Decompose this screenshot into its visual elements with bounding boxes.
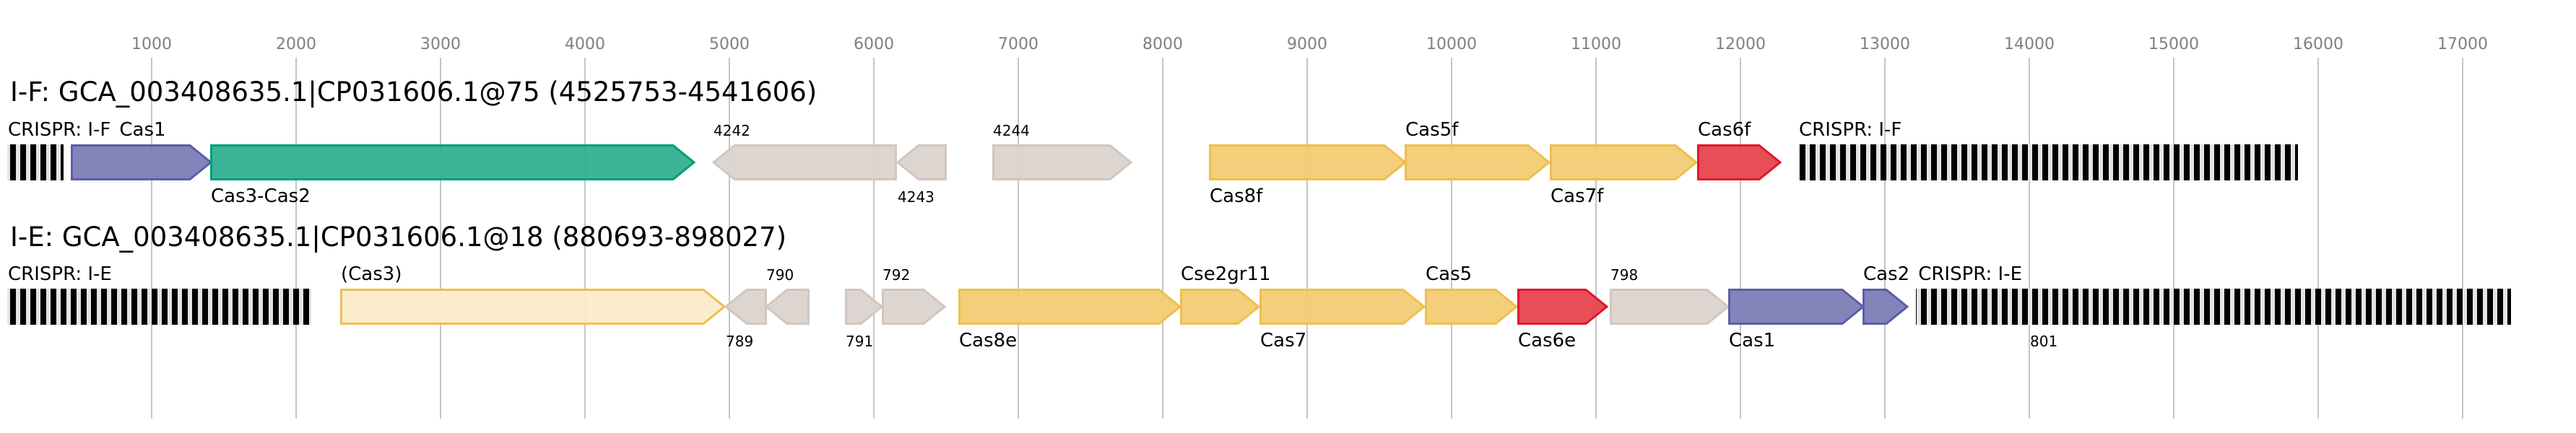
gene-label: Cas1 (1729, 330, 1775, 351)
gene-label: Cas6f (1698, 119, 1751, 141)
axis-tick-label: 6000 (854, 35, 894, 53)
axis-tick-label: 10000 (1426, 35, 1477, 53)
crispr-label: CRISPR: I-E (8, 263, 112, 285)
gene-label: Cas5 (1426, 263, 1472, 285)
axis-grid: 1000 2000 3000 4000 5000 6000 7000 8000 9000 1000… (131, 35, 2488, 419)
gene-arrow (958, 289, 1182, 325)
gene-arrow (1517, 289, 1609, 325)
gene-label: 4242 (714, 122, 750, 139)
gene-label: 790 (766, 266, 794, 284)
gene-arrow (71, 144, 213, 180)
crispr-array (1798, 144, 2298, 180)
gene-arrow (1209, 144, 1408, 180)
axis-tick-label: 12000 (1715, 35, 1766, 53)
gene-label: 4243 (898, 188, 934, 206)
gene-label: Cas6e (1518, 330, 1576, 351)
axis-tick-label: 7000 (998, 35, 1038, 53)
note-label: 801 (2030, 333, 2057, 350)
gene-label: (Cas3) (341, 263, 402, 285)
gene-label: Cas2 (1863, 263, 1909, 285)
crispr-label: CRISPR: I-F (8, 119, 110, 141)
gene-arrow (882, 289, 947, 325)
gene-arrow (992, 144, 1133, 180)
axis-tick-label: 1000 (131, 35, 172, 53)
gene-arrow (895, 144, 947, 180)
locus-2: I-E: GCA_003408635.1|CP031606.1@18 (8806… (7, 222, 2511, 351)
gene-label: 798 (1610, 266, 1638, 284)
gene-label: Cas8f (1210, 185, 1263, 207)
gene-arrow (210, 144, 696, 180)
crispr-array (7, 144, 64, 180)
gene-arrow (1728, 289, 1865, 325)
gene-label: Cse2gr11 (1181, 263, 1271, 285)
gene-arrow (1610, 289, 1730, 325)
axis-tick-label: 8000 (1142, 35, 1183, 53)
locus-title: I-E: GCA_003408635.1|CP031606.1@18 (8806… (10, 222, 786, 253)
axis-tick-label: 11000 (1571, 35, 1621, 53)
gene-label: 791 (846, 333, 873, 350)
gene-arrow (845, 289, 884, 325)
gene-arrow (1550, 144, 1699, 180)
gene-label: Cas5f (1405, 119, 1459, 141)
gene-arrow (1405, 144, 1551, 180)
gene-arrow (340, 289, 727, 325)
gene-arrow (1862, 289, 1909, 325)
axis-tick-label: 5000 (709, 35, 750, 53)
axis-tick-label: 3000 (420, 35, 461, 53)
gene-label: Cas8e (959, 330, 1017, 351)
gene-arrow (1697, 144, 1782, 180)
gene-label: 4244 (993, 122, 1030, 139)
gene-label: Cas1 (119, 119, 165, 141)
gene-arrow (711, 144, 897, 180)
locus-title: I-F: GCA_003408635.1|CP031606.1@75 (4525… (10, 76, 817, 108)
gene-label: 792 (882, 266, 910, 284)
axis-tick-label: 13000 (1860, 35, 1910, 53)
gene-label: Cas7 (1260, 330, 1306, 351)
axis-tick-label: 15000 (2148, 35, 2199, 53)
gene-label: Cas3-Cas2 (211, 185, 311, 207)
axis-tick-label: 2000 (276, 35, 316, 53)
gene-label: Cas7f (1551, 185, 1604, 207)
axis-tick-label: 4000 (565, 35, 605, 53)
locus-1: I-F: GCA_003408635.1|CP031606.1@75 (4525… (7, 76, 2298, 207)
gene-arrow (1425, 289, 1519, 325)
axis-tick-label: 16000 (2293, 35, 2343, 53)
gene-arrow (1259, 289, 1426, 325)
axis-tick-label: 14000 (2004, 35, 2055, 53)
axis-tick-label: 9000 (1287, 35, 1327, 53)
gene-arrow (724, 289, 767, 325)
gene-arrow (1180, 289, 1261, 325)
gene-label: 789 (726, 333, 753, 350)
crispr-label: CRISPR: I-E (1918, 263, 2022, 285)
gene-arrow (764, 289, 810, 325)
axis-tick-label: 17000 (2437, 35, 2488, 53)
crispr-array (7, 289, 311, 325)
crispr-array (1916, 289, 2511, 325)
crispr-label: CRISPR: I-F (1799, 119, 1901, 141)
loci: I-F: GCA_003408635.1|CP031606.1@75 (4525… (7, 76, 2511, 351)
